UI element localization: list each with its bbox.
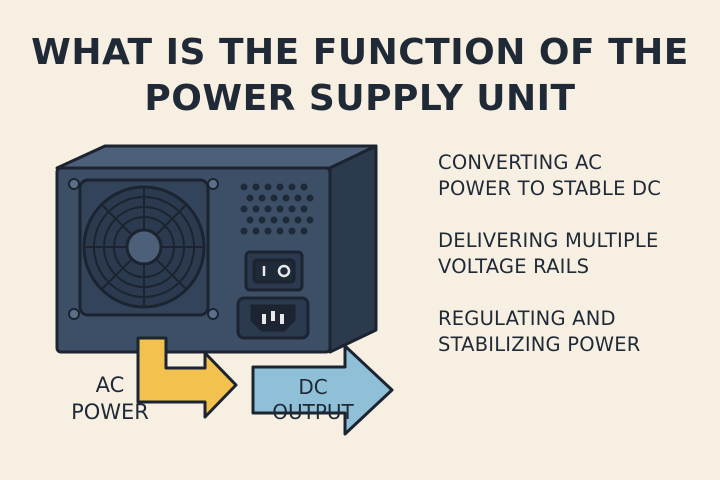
- function-item: DELIVERING MULTIPLE VOLTAGE RAILS: [438, 228, 718, 280]
- psu-side-face: [328, 144, 378, 354]
- vent-grille: [240, 183, 314, 235]
- function-item-line-1: REGULATING AND: [438, 307, 616, 330]
- ac-label-line-1: AC: [95, 373, 125, 397]
- screw-icon: [207, 308, 219, 320]
- function-list: CONVERTING AC POWER TO STABLE DC DELIVER…: [438, 150, 718, 384]
- page-title: WHAT IS THE FUNCTION OF THE POWER SUPPLY…: [0, 30, 720, 122]
- function-item-line-2: VOLTAGE RAILS: [438, 255, 590, 278]
- psu-top-face: [55, 144, 378, 170]
- title-line-1: WHAT IS THE FUNCTION OF THE: [31, 32, 689, 73]
- dc-output-label: DC OUTPUT: [258, 375, 368, 425]
- power-socket-icon: [236, 296, 310, 340]
- function-item-line-1: CONVERTING AC: [438, 151, 603, 174]
- screw-icon: [68, 178, 80, 190]
- title-line-2: POWER SUPPLY UNIT: [144, 78, 576, 119]
- screw-icon: [207, 178, 219, 190]
- dc-label-line-1: DC: [298, 375, 328, 399]
- ac-arrow-icon: [136, 336, 238, 419]
- dc-arrow-icon: [251, 344, 394, 436]
- function-item-line-2: POWER TO STABLE DC: [438, 177, 662, 200]
- function-item-line-1: DELIVERING MULTIPLE: [438, 229, 659, 252]
- function-item-line-2: STABILIZING POWER: [438, 333, 641, 356]
- function-item: REGULATING AND STABILIZING POWER: [438, 306, 718, 358]
- screws: [68, 178, 219, 320]
- fan-icon: [78, 178, 210, 317]
- ac-power-label: AC POWER: [60, 372, 160, 426]
- function-item: CONVERTING AC POWER TO STABLE DC: [438, 150, 718, 202]
- screw-icon: [68, 308, 80, 320]
- dc-label-line-2: OUTPUT: [272, 400, 354, 424]
- power-switch-icon: [244, 250, 304, 292]
- ac-label-line-2: POWER: [71, 400, 149, 424]
